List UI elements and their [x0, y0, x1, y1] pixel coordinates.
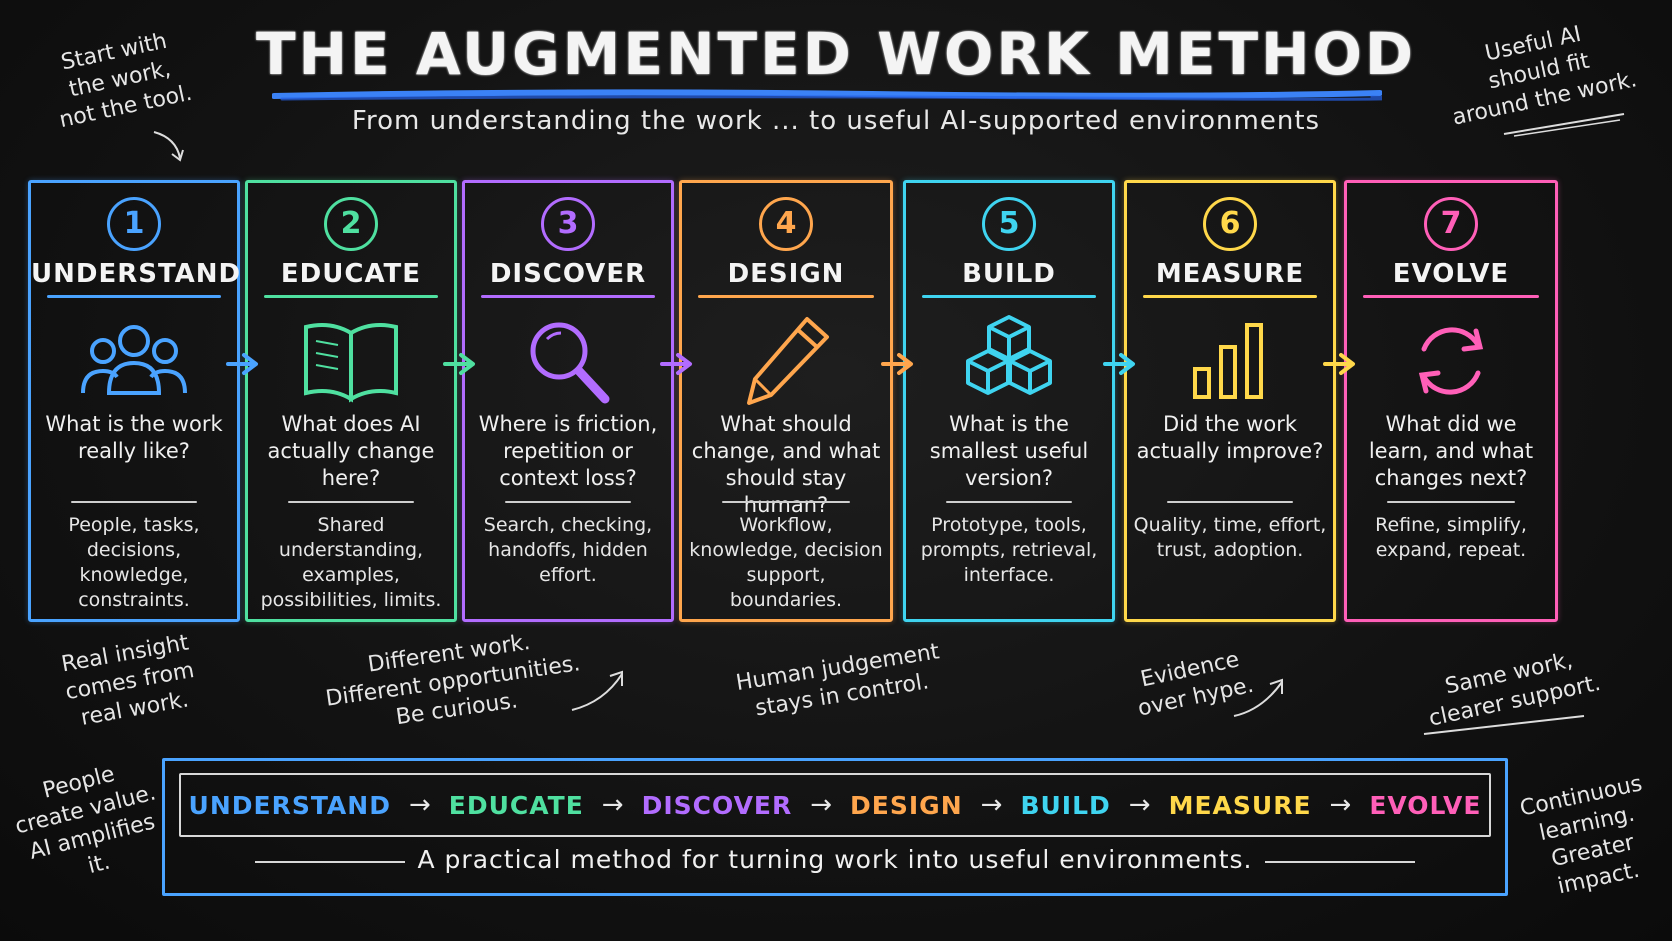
arrow-right-icon — [1323, 352, 1357, 376]
stage-number: 3 — [541, 197, 595, 251]
stage-question: Where is friction, repetition or context… — [478, 412, 658, 490]
stage-card-design: 4 DESIGN What should change, and what sh… — [679, 180, 893, 622]
flow-step-build: BUILD — [1020, 790, 1111, 820]
stage-number: 6 — [1203, 197, 1257, 251]
flow-step-measure: MEASURE — [1168, 790, 1312, 820]
flow-step-evolve: EVOLVE — [1369, 790, 1482, 820]
bar-chart-icon — [1175, 311, 1285, 411]
stage-name-underline — [922, 295, 1096, 298]
stage-name: EDUCATE — [280, 259, 422, 289]
flow-arrow-icon: → — [601, 790, 624, 820]
stage-name-underline — [264, 295, 438, 298]
people-icon — [79, 311, 189, 411]
stage-detail: Quality, time, effort, trust, adoption. — [1133, 514, 1327, 561]
stage-question: Did the work actually improve? — [1136, 412, 1324, 463]
pencil-icon — [731, 311, 841, 411]
stage-detail: Shared understanding, examples, possibil… — [260, 514, 442, 611]
flow-step-discover: DISCOVER — [641, 790, 793, 820]
stage-name: UNDERSTAND — [31, 259, 242, 289]
flow-step-design: DESIGN — [850, 790, 963, 820]
stage-divider — [722, 501, 850, 503]
caption-line-right — [1265, 861, 1415, 863]
caption-line-left — [255, 861, 405, 863]
arrow-right-icon — [881, 352, 915, 376]
stage-divider — [71, 501, 197, 503]
stage-question: What should change, and what should stay… — [691, 412, 881, 517]
flow-sequence: UNDERSTAND → EDUCATE → DISCOVER → DESIGN → BUILD… — [179, 773, 1491, 837]
flow-step-understand: UNDERSTAND — [188, 790, 391, 820]
stage-card-evolve: 7 EVOLVE What did we learn, and what cha… — [1344, 180, 1558, 622]
note-under-design: Human judgement stays in control. — [734, 639, 942, 722]
stage-card-discover: 3 DISCOVER Where is friction, repetition… — [462, 180, 674, 622]
stage-detail: Prototype, tools, prompts, retrieval, in… — [920, 514, 1098, 586]
stage-question: What is the work really like? — [45, 412, 223, 463]
stage-question: What is the smallest useful version? — [929, 412, 1089, 490]
stage-card-build: 5 BUILD What is the smallest useful vers… — [903, 180, 1115, 622]
stage-detail: Refine, simplify, expand, repeat. — [1375, 514, 1527, 561]
flow-summary-box: UNDERSTAND → EDUCATE → DISCOVER → DESIGN → BUILD… — [162, 758, 1508, 896]
stage-name-underline — [47, 295, 221, 298]
stage-card-measure: 6 MEASURE Did the work actually improve?… — [1124, 180, 1336, 622]
flow-arrow-icon: → — [980, 790, 1003, 820]
stage-divider — [505, 501, 631, 503]
stage-detail: People, tasks, decisions, knowledge, con… — [68, 514, 200, 611]
stage-number: 2 — [324, 197, 378, 251]
note-arrow-icon — [153, 131, 184, 162]
page-title: THE AUGMENTED WORK METHOD — [255, 20, 1417, 88]
stage-question: What does AI actually change here? — [267, 412, 435, 490]
stage-name-underline — [1143, 295, 1317, 298]
stage-name-underline — [698, 295, 874, 298]
note-under-educate: Different work. Different opportunities.… — [324, 630, 582, 731]
flow-arrow-icon: → — [408, 790, 431, 820]
cubes-icon — [954, 311, 1064, 411]
note-bottom-left: People create value. AI amplifies it. — [12, 761, 159, 880]
flow-arrow-icon: → — [1329, 790, 1352, 820]
arrow-right-icon — [659, 352, 694, 376]
stage-card-understand: 1 UNDERSTAND What is the work really lik… — [28, 180, 240, 622]
cycle-arrows-icon — [1396, 311, 1506, 411]
stage-detail: Search, checking, handoffs, hidden effor… — [483, 514, 653, 586]
note-arrow-icon — [571, 670, 623, 711]
stage-name: DISCOVER — [489, 259, 647, 289]
title-underline — [272, 89, 1382, 101]
stage-divider — [1167, 501, 1293, 503]
stage-name-underline — [481, 295, 655, 298]
stage-number: 1 — [107, 197, 161, 251]
note-underline — [1423, 715, 1585, 735]
arrow-right-icon — [1102, 352, 1137, 376]
stage-number: 7 — [1424, 197, 1478, 251]
stage-number: 4 — [759, 197, 813, 251]
arrow-right-icon — [442, 352, 477, 376]
flow-arrow-icon: → — [1128, 790, 1151, 820]
stage-name: BUILD — [962, 259, 1056, 289]
note-underline — [1503, 113, 1625, 137]
stage-name: MEASURE — [1155, 259, 1305, 289]
stage-divider — [946, 501, 1072, 503]
stage-question: What did we learn, and what changes next… — [1368, 412, 1534, 490]
stage-name-underline — [1363, 295, 1539, 298]
stage-number: 5 — [982, 197, 1036, 251]
note-bottom-right: Continuous learning. Greater impact. — [1517, 771, 1645, 900]
stage-name: DESIGN — [727, 259, 845, 289]
stage-detail: Workflow, knowledge, decision support, b… — [689, 514, 883, 611]
stage-divider — [288, 501, 414, 503]
arrow-right-icon — [225, 352, 260, 376]
flow-step-educate: EDUCATE — [448, 790, 584, 820]
stage-card-educate: 2 EDUCATE What does AI actually change h… — [245, 180, 457, 622]
stage-divider — [1387, 501, 1515, 503]
note-arrow-icon — [1233, 678, 1283, 717]
magnifier-icon — [513, 311, 623, 411]
flow-arrow-icon: → — [810, 790, 833, 820]
note-under-understand: Real insight comes from real work. — [59, 630, 197, 731]
flow-caption: A practical method for turning work into… — [417, 845, 1253, 874]
open-book-icon — [296, 311, 406, 411]
subtitle: From understanding the work ... to usefu… — [351, 106, 1321, 136]
stage-name: EVOLVE — [1392, 259, 1510, 289]
